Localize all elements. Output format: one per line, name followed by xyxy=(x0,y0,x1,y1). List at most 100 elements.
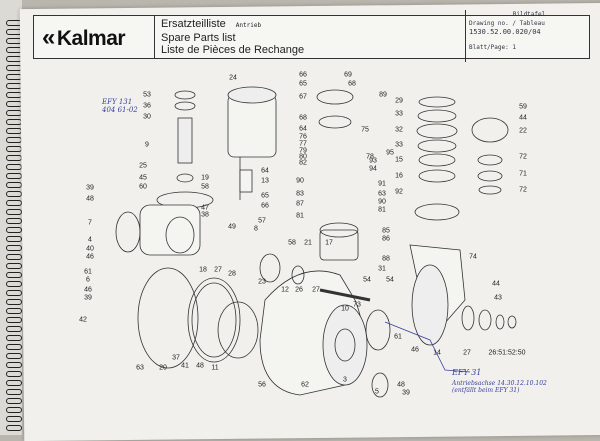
spiral-ring xyxy=(6,308,22,314)
title-english: Spare Parts list xyxy=(161,32,236,44)
spiral-ring xyxy=(6,371,22,377)
part-number-label: 92 xyxy=(395,188,403,196)
part-number-label: 77 xyxy=(299,140,307,148)
part-number-label: 31 xyxy=(378,265,386,273)
part-number-label: 26:51:52:50 xyxy=(488,349,526,357)
part-number-label: 69 xyxy=(344,71,352,79)
part-number-label: 68 xyxy=(348,80,356,88)
part-number-label: 54 xyxy=(386,276,394,284)
spiral-ring xyxy=(6,299,22,305)
part-number-label: 81 xyxy=(378,206,386,214)
spiral-ring xyxy=(6,317,22,323)
part-number-label: 32 xyxy=(395,126,403,134)
part-number-label: 85 xyxy=(382,227,390,235)
part-number-label: 48 xyxy=(397,381,405,389)
part-number-label: 80 xyxy=(299,153,307,161)
part-number-label: 62 xyxy=(301,381,309,389)
handwritten-note-top: EFY 131 404 61-02 xyxy=(102,98,138,114)
spiral-ring xyxy=(6,398,22,404)
part-number-label: 79 xyxy=(299,147,307,155)
spiral-ring xyxy=(6,281,22,287)
part-number-label: 33 xyxy=(395,110,403,118)
spiral-ring xyxy=(6,335,22,341)
part-number-label: 39 xyxy=(86,184,94,192)
spiral-ring xyxy=(6,407,22,413)
part-number-label: 8 xyxy=(254,225,258,233)
title-french: Liste de Pièces de Rechange xyxy=(161,44,305,56)
gearbox-housing xyxy=(115,204,201,256)
part-number-label: 13 xyxy=(261,177,269,185)
handwritten-code: 404 61-02 xyxy=(102,106,138,114)
part-number-label: 27 xyxy=(463,349,471,357)
part-number-label: 74 xyxy=(469,253,477,261)
part-number-label: 89 xyxy=(379,91,387,99)
spiral-ring xyxy=(6,272,22,278)
shaft-column xyxy=(156,90,214,209)
page-number: Blatt/Page: 1 xyxy=(469,44,516,51)
part-number-label: 61 xyxy=(394,333,402,341)
part-number-label: 44 xyxy=(492,280,500,288)
part-number-label: 95 xyxy=(386,149,394,157)
part-number-label: 91 xyxy=(378,180,386,188)
part-number-label: 73 xyxy=(353,301,361,309)
part-number-label: 10 xyxy=(341,305,349,313)
part-number-label: 42 xyxy=(79,316,87,324)
part-number-label: 63 xyxy=(136,364,144,372)
part-number-label: 5 xyxy=(375,388,379,396)
part-number-label: 26 xyxy=(295,286,303,294)
part-number-label: 30 xyxy=(143,113,151,121)
part-number-label: 64 xyxy=(299,125,307,133)
steering-assembly xyxy=(409,96,517,346)
part-number-label: 58 xyxy=(288,239,296,247)
part-number-label: 11 xyxy=(211,364,219,372)
part-number-label: 40 xyxy=(86,245,94,253)
kalmar-chevron-icon: « xyxy=(42,24,55,51)
part-number-label: 83 xyxy=(296,190,304,198)
brand-name: Kalmar xyxy=(56,27,126,50)
part-number-label: 64 xyxy=(261,167,269,175)
part-number-label: 49 xyxy=(228,223,236,231)
part-number-label: 28 xyxy=(228,270,236,278)
part-number-label: 43 xyxy=(494,294,502,302)
part-number-label: 81 xyxy=(296,212,304,220)
section-name: Antrieb xyxy=(235,22,262,29)
spiral-ring xyxy=(6,326,22,332)
part-number-label: 24 xyxy=(229,74,237,82)
part-number-label: 66 xyxy=(261,202,269,210)
axle-and-hub xyxy=(259,253,391,398)
part-number-label: 94 xyxy=(369,165,377,173)
part-number-label: 86 xyxy=(382,235,390,243)
part-number-label: 58 xyxy=(201,183,209,191)
part-number-label: 66 xyxy=(299,71,307,79)
part-number-label: 46 xyxy=(84,286,92,294)
part-number-label: 82 xyxy=(299,159,307,167)
drawing-no-label: Drawing no. / Tableau xyxy=(469,20,545,27)
part-number-label: 48 xyxy=(86,195,94,203)
part-number-label: 68 xyxy=(299,114,307,122)
part-number-label: 29 xyxy=(395,97,403,105)
part-number-label: 56 xyxy=(258,381,266,389)
part-number-label: 53 xyxy=(143,91,151,99)
part-number-label: 19 xyxy=(201,174,209,182)
part-number-label: 57 xyxy=(258,217,266,225)
part-number-label: 88 xyxy=(382,255,390,263)
handwritten-model-ref: EFY 31 xyxy=(452,368,482,377)
handwritten-pointer-line xyxy=(384,321,471,373)
part-number-label: 65 xyxy=(261,192,269,200)
part-number-label: 46 xyxy=(411,346,419,354)
part-number-label: 90 xyxy=(378,198,386,206)
spiral-ring xyxy=(6,362,22,368)
part-number-label: 36 xyxy=(143,102,151,110)
kalmar-logo: «Kalmar xyxy=(42,24,126,52)
part-number-label: 12 xyxy=(281,286,289,294)
part-number-label: 18 xyxy=(199,266,207,274)
drawing-number-block: Bildtafel Drawing no. / Tableau 1530.52.… xyxy=(465,10,589,62)
part-number-label: 54 xyxy=(363,276,371,284)
part-number-label: 75 xyxy=(361,126,369,134)
drawing-number: 1530.52.00.020/04 xyxy=(469,28,541,36)
part-number-label: 15 xyxy=(395,156,403,164)
handwritten-model: EFY 131 xyxy=(102,98,133,106)
